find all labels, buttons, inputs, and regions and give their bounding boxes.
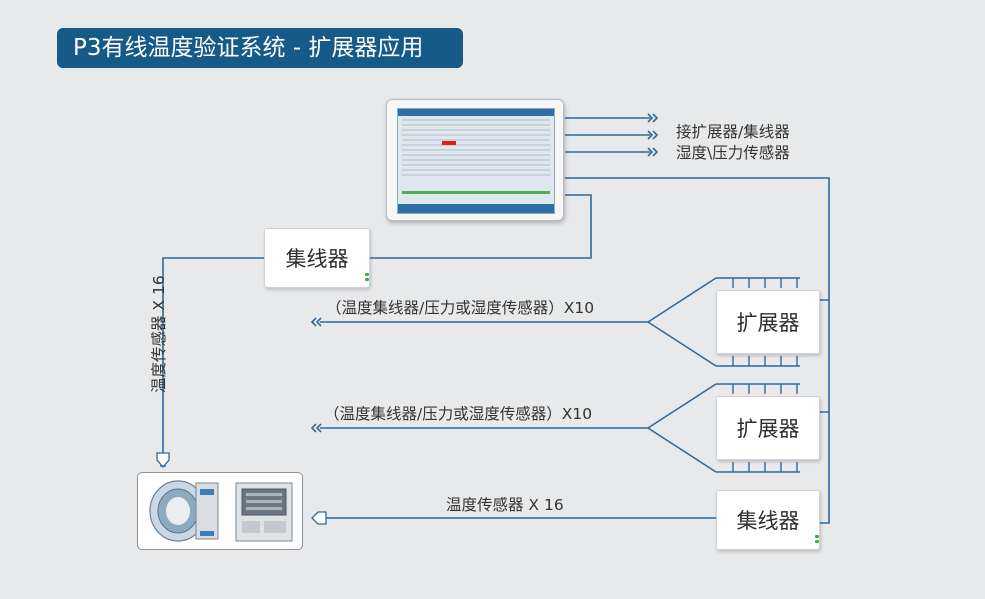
monitor-label-expander: 接扩展器/集线器: [676, 123, 790, 141]
arrow-chevron-icon: [310, 113, 659, 433]
connector-plug-icon: [156, 452, 327, 525]
branch-1-label: （温度集线器/压力或湿度传感器）X10: [326, 299, 595, 317]
touchscreen-monitor: [386, 99, 564, 221]
expander-1-ports: [716, 277, 800, 367]
expander-2-ports: [716, 383, 800, 473]
bottom-sensor-label: 温度传感器 X 16: [446, 496, 564, 514]
expander-1-label: 扩展器: [736, 311, 800, 335]
hub-top: 集线器: [264, 228, 370, 288]
monitor-label-sensor: 湿度\压力传感器: [676, 144, 790, 162]
led-indicator: [365, 273, 369, 283]
touchscreen-monitor-icon: [397, 108, 555, 214]
hub-top-label: 集线器: [285, 247, 349, 271]
branch-2-label: （温度集线器/压力或湿度传感器）X10: [324, 405, 593, 423]
equipment-illustration: [149, 480, 293, 542]
autoclave-icon: [149, 480, 219, 542]
led-indicator: [815, 535, 819, 545]
equipment-panel: [137, 472, 303, 550]
expander-1: 扩展器: [716, 290, 820, 354]
vertical-sensor-label: 温度传感器 X 16: [150, 275, 168, 393]
freeze-dryer-icon: [235, 482, 293, 542]
hub-bottom: 集线器: [716, 490, 820, 550]
expander-2: 扩展器: [716, 396, 820, 460]
hub-bottom-label: 集线器: [736, 509, 800, 533]
page-title: P3有线温度验证系统 - 扩展器应用: [57, 28, 463, 68]
expander-2-label: 扩展器: [736, 417, 800, 441]
